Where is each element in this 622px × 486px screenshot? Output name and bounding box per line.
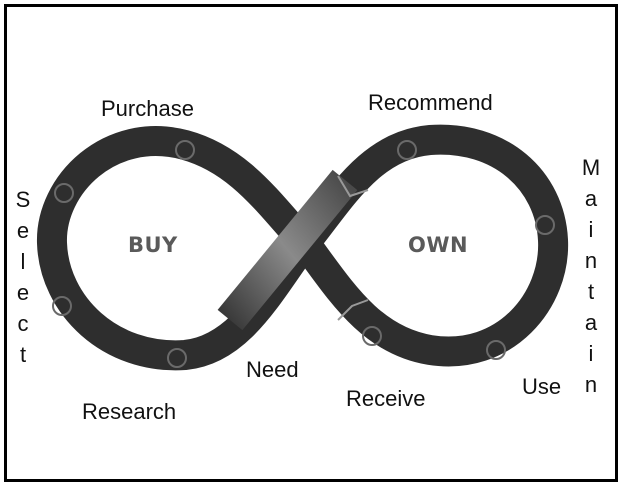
ring-marker: [175, 140, 195, 160]
maintain-letter: n: [584, 372, 598, 397]
need-label: Need: [246, 357, 299, 382]
purchase-label: Purchase: [101, 96, 194, 121]
maintain-letter: n: [584, 248, 598, 273]
own-label: OWN: [408, 233, 469, 257]
maintain-letter: i: [588, 217, 594, 242]
select-letter: c: [17, 311, 29, 336]
infinity-right-loop: [292, 124, 569, 367]
ring-marker: [54, 183, 74, 203]
ring-markers: [52, 140, 555, 368]
buy-label: BUY: [128, 233, 178, 257]
select-letter: e: [16, 218, 30, 243]
receive-label: Receive: [346, 386, 426, 411]
ring-marker: [362, 326, 382, 346]
select-letter: l: [20, 249, 26, 274]
maintain-vertical-label: M a i n t a i n: [580, 152, 602, 400]
ring-marker: [167, 348, 187, 368]
maintain-letter: i: [588, 341, 594, 366]
ring-marker: [52, 296, 72, 316]
use-label: Use: [522, 374, 562, 399]
select-letter: S: [15, 187, 31, 212]
infinity-back-strand: [37, 126, 318, 371]
joint-notch-top: [337, 175, 369, 198]
recommend-label: Recommend: [368, 90, 493, 115]
infinity-front-strand: [217, 169, 358, 331]
maintain-letter: M: [581, 155, 601, 180]
select-letter: e: [16, 280, 30, 305]
select-vertical-label: S e l e c t: [12, 184, 34, 370]
ring-marker: [535, 215, 555, 235]
ring-marker: [486, 340, 506, 360]
maintain-letter: t: [587, 279, 595, 304]
ring-marker: [397, 140, 417, 160]
joint-notch-bottom: [337, 299, 369, 321]
maintain-letter: a: [584, 310, 598, 335]
select-letter: t: [19, 342, 27, 367]
research-label: Research: [82, 399, 177, 424]
maintain-letter: a: [584, 186, 598, 211]
